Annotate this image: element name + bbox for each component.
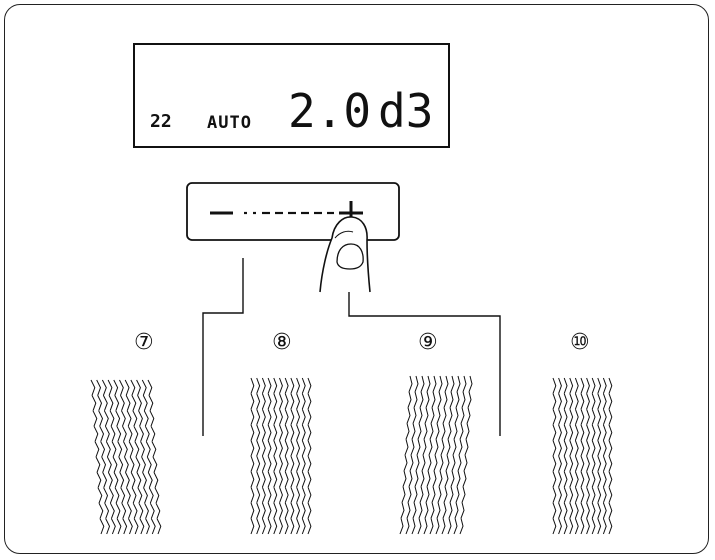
sample-label-10: ⑩ — [570, 330, 590, 355]
figure-frame — [4, 4, 709, 554]
thread-tension-mode: AUTO — [207, 113, 252, 133]
connector-lines — [202, 258, 501, 436]
sample-label-8: ⑧ — [272, 330, 292, 355]
stitch-sample-8 — [250, 377, 312, 535]
sample-label-7: ⑦ — [134, 330, 154, 355]
stitch-sample-9 — [399, 375, 473, 535]
lcd-display: 22 AUTO 2.0 d3 — [133, 43, 450, 148]
connector-line-plus — [348, 283, 501, 436]
pattern-number: 22 — [150, 111, 172, 132]
stitch-samples — [90, 375, 613, 535]
stitch-sample-10 — [552, 377, 613, 535]
finger-icon — [319, 216, 371, 293]
stitch-length-value: d3 — [378, 84, 434, 138]
sample-label-9: ⑨ — [418, 330, 438, 355]
stitch-width-value: 2.0 — [288, 84, 372, 138]
connector-line-minus — [202, 258, 244, 436]
stitch-sample-7 — [90, 379, 162, 535]
